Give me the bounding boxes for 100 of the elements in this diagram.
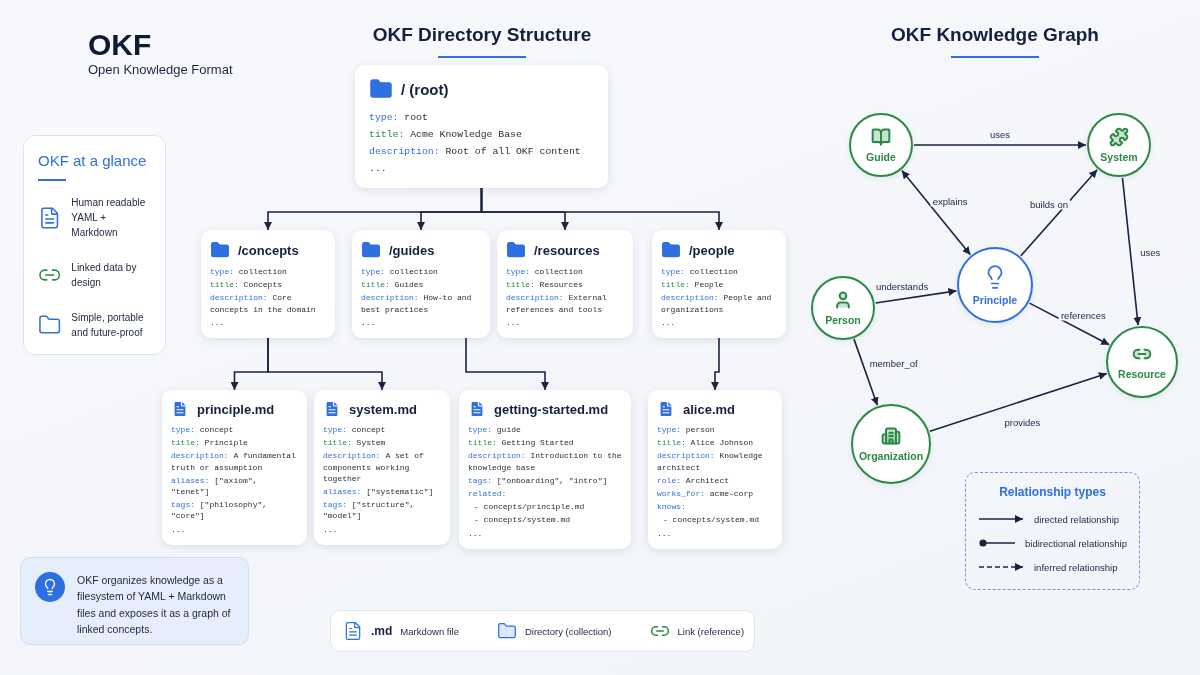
field-line: ... [323, 523, 339, 535]
entity-circle [851, 404, 931, 484]
note-text: OKF organizes knowledge as a filesystem of YAML + Markdown files and exposes it as a graph of linked concepts. [77, 573, 232, 637]
entity-circle [811, 276, 875, 340]
feature-text: Human readable YAML + Markdown [71, 196, 147, 240]
feature-text: Simple, portable and future-proof [71, 311, 145, 340]
relation-arrow [1020, 168, 1098, 257]
entity-circle [1106, 326, 1178, 398]
field-line: description: Core concepts in the domain [210, 292, 317, 315]
card-title: /people [689, 242, 735, 258]
field-line: title: Alice Johnson [657, 437, 755, 449]
file-extension: .md [371, 624, 393, 638]
tree-connector [711, 337, 720, 391]
edge-label: member_of [867, 357, 920, 369]
node-label: Person [825, 314, 861, 326]
field-line: title: Concepts [210, 279, 284, 291]
file-card [162, 390, 307, 545]
entity-circle [1087, 113, 1151, 177]
field-line: type: concept [171, 424, 235, 436]
field-line: - concepts/principle.md [473, 501, 586, 513]
relation-arrow [874, 288, 958, 304]
node-label: Guide [866, 151, 896, 163]
card-title: getting-started.md [494, 401, 609, 417]
field-line: works_for: acme-corp [657, 487, 755, 500]
title: OKF [88, 28, 152, 62]
field-line: ... [506, 316, 522, 328]
section-heading: OKF Knowledge Graph [890, 24, 1100, 46]
edge-label: provides [1002, 416, 1043, 428]
folder-card [352, 230, 490, 338]
card-title: /concepts [238, 242, 299, 258]
field-line: - concepts/system.md [662, 514, 760, 526]
field-line: aliases: ["systematic"] [323, 485, 435, 498]
tree-connector [267, 337, 386, 391]
card-title: alice.md [683, 401, 736, 417]
field-line: type: root [369, 111, 429, 125]
field-line: description: How-to and best practices [361, 292, 473, 315]
field-line: ... [369, 162, 388, 177]
node-label: Organization [858, 450, 924, 462]
card-title: / (root) [401, 80, 449, 98]
field-line: title: Guides [361, 279, 425, 291]
field-line: title: System [323, 437, 387, 449]
edge-label: understands [873, 280, 931, 292]
card-title: /guides [389, 242, 435, 258]
field-line: type: collection [506, 266, 584, 278]
file-card [459, 390, 631, 549]
entity-circle [849, 113, 913, 177]
folder-card [652, 230, 786, 338]
legend-text: Directory (collection) [524, 625, 612, 637]
field-line: title: Principle [171, 437, 249, 449]
field-line: aliases: ["axiom", "tenet"] [171, 474, 259, 498]
field-line: title: Acme Knowledge Base [369, 128, 523, 143]
field-line: title: Resources [506, 279, 584, 291]
edge-label: references [1058, 309, 1108, 321]
relation-arrow [853, 338, 879, 407]
field-line: tags: ["structure", "model"] [323, 499, 416, 522]
field-line: ... [361, 316, 377, 328]
note-box [20, 557, 249, 645]
subtitle: Open Knowledge Format [88, 62, 233, 77]
field-line: ... [468, 527, 484, 539]
legend-text: directed relationship [1034, 513, 1120, 525]
field-line: ... [210, 316, 226, 328]
legend-text: Markdown file [400, 625, 459, 637]
field-line: type: guide [468, 424, 522, 436]
legend-heading: Relationship types [998, 485, 1107, 499]
field-line: description: Knowledge architect [657, 450, 764, 473]
field-line: description: A fundamental truth or assumption [171, 450, 297, 473]
field-line: description: A set of components working together [323, 450, 425, 484]
relation-arrow [901, 169, 972, 256]
legend-text: bidirectional relationship [1025, 537, 1127, 549]
field-line: related: [468, 487, 508, 500]
relation-arrow [929, 372, 1108, 433]
field-line: type: collection [361, 266, 439, 278]
card-title: system.md [349, 401, 417, 417]
field-line: role: Architect [657, 474, 731, 486]
field-line: type: concept [323, 424, 387, 436]
feature-text: Linked data by design [71, 261, 138, 290]
folder-card [355, 65, 608, 188]
field-line: tags: ["onboarding", "intro"] [468, 474, 609, 486]
edge-label: builds on [1027, 198, 1070, 210]
folder-card [201, 230, 335, 338]
legend-text: inferred relationship [1034, 561, 1118, 573]
legend-text: Link (reference) [677, 625, 745, 637]
panel-heading: OKF at a glance [38, 152, 148, 169]
tree-connector [465, 337, 549, 391]
relation-arrow [913, 141, 1087, 149]
field-line: description: People and organizations [661, 292, 773, 315]
info-panel [23, 135, 166, 355]
field-line: description: Introduction to the knowledge base [468, 450, 622, 473]
edge-label: explains [930, 195, 970, 207]
section-heading: OKF Directory Structure [371, 24, 593, 46]
field-line: ... [661, 316, 677, 328]
entity-circle [957, 247, 1033, 323]
relation-arrow [1121, 177, 1142, 326]
field-line: ... [171, 523, 187, 535]
card-title: /resources [534, 242, 600, 258]
field-line: type: collection [210, 266, 288, 278]
field-line: description: Root of all OKF content [369, 145, 582, 160]
node-label: Resource [1118, 368, 1166, 380]
field-line: ... [657, 527, 673, 539]
field-line: type: person [657, 424, 716, 436]
